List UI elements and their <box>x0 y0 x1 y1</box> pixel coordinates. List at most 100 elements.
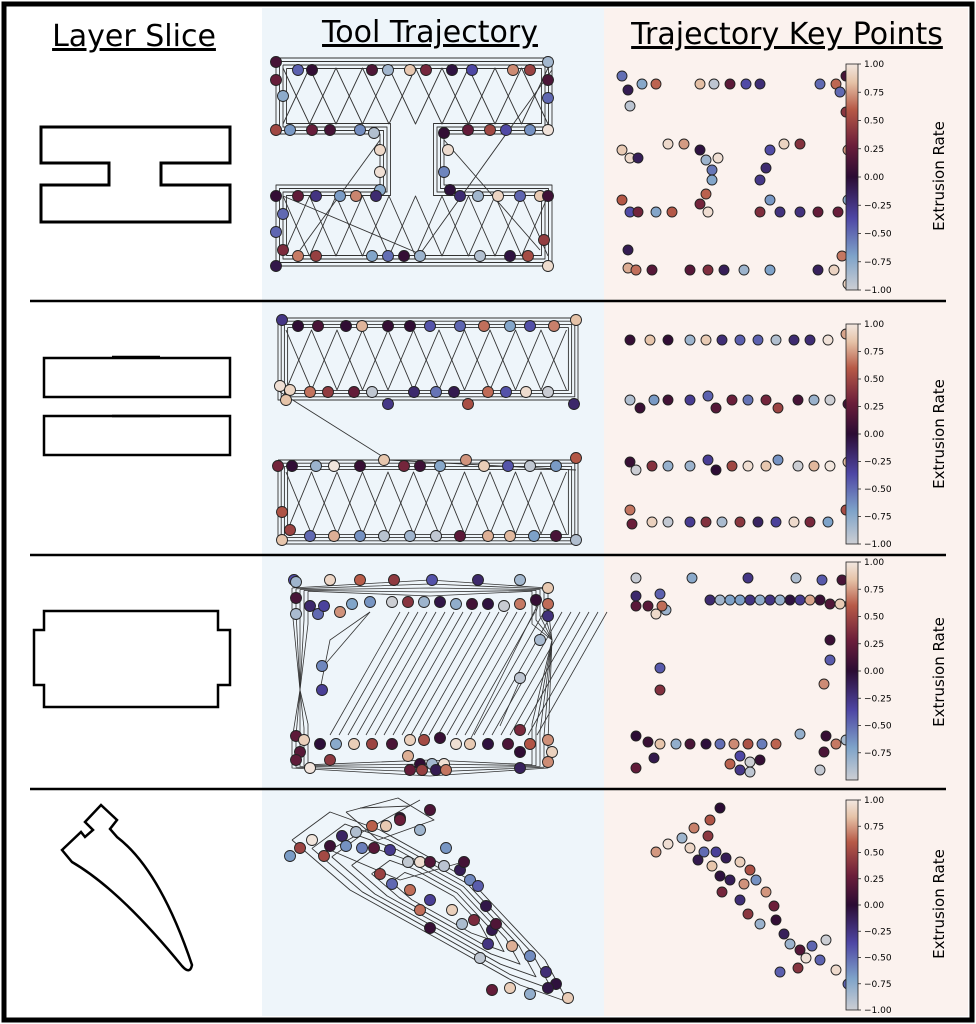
trajectory-point <box>482 738 494 750</box>
keypoint-marker <box>752 334 764 346</box>
trajectory-point <box>386 738 398 750</box>
keypoint-marker <box>812 264 824 276</box>
slice-row3-notched-rect <box>32 609 232 709</box>
trajectory-path <box>286 68 542 256</box>
keypoint-marker <box>792 460 804 472</box>
keypoint-marker <box>716 516 728 528</box>
trajectory-path <box>365 611 437 736</box>
trajectory-point <box>310 460 322 472</box>
trajectory-point <box>284 850 296 862</box>
keypoint-marker <box>704 814 716 826</box>
trajectory-point <box>272 460 284 472</box>
trajectory-point <box>438 860 450 872</box>
trajectory-path <box>347 611 419 736</box>
keypoint-marker <box>820 934 832 946</box>
trajectory-point <box>424 856 436 868</box>
trajectory-point <box>324 754 336 766</box>
keypoint-marker <box>734 764 746 776</box>
trajectory-point <box>542 734 554 746</box>
colorbar-tick-label: 1.00 <box>864 320 884 330</box>
keypoint-marker <box>804 594 816 606</box>
trajectory-point <box>292 64 304 76</box>
keypoint-marker <box>808 394 820 406</box>
trajectory-point <box>328 460 340 472</box>
trajectory-point <box>270 74 282 86</box>
keypoint-marker <box>720 852 732 864</box>
trajectory-point <box>284 384 296 396</box>
colorbar-tick-label: 0.50 <box>864 849 884 859</box>
trajectory-point <box>514 724 526 736</box>
trajectory-point <box>450 738 462 750</box>
keypoint-marker <box>676 832 688 844</box>
trajectory-point <box>318 600 330 612</box>
keypoint-marker <box>714 594 726 606</box>
trajectory-point <box>378 454 390 466</box>
colorbar-tick-label: 0.25 <box>864 875 884 885</box>
trajectory-point <box>374 144 386 156</box>
trajectory-path <box>419 611 491 736</box>
keypoint-marker <box>692 854 704 866</box>
trajectory-point <box>534 634 546 646</box>
keypoint-marker <box>754 174 766 186</box>
trajectory-point <box>454 190 466 202</box>
trajectory-point <box>524 950 536 962</box>
trajectory-point <box>542 56 554 68</box>
colorbar-tick-label: 0.50 <box>864 613 884 623</box>
keypoint-marker <box>706 860 718 872</box>
keypoint-marker <box>764 264 776 276</box>
keypoint-marker <box>822 516 834 528</box>
trajectory-point <box>450 598 462 610</box>
trajectory-point <box>414 250 426 262</box>
keypoint-marker <box>708 78 720 90</box>
trajectory-point <box>366 250 378 262</box>
keypoint-marker <box>764 194 776 206</box>
keypoint-markers <box>616 70 858 1002</box>
trajectory-path <box>401 611 473 736</box>
trajectory-point <box>568 398 580 410</box>
trajectory-path <box>527 611 599 736</box>
keypoint-marker <box>702 206 714 218</box>
trajectory-point <box>472 880 484 892</box>
trajectory-point <box>346 598 358 610</box>
keypoint-marker <box>662 516 674 528</box>
trajectory-point <box>322 386 334 398</box>
trajectory-point <box>382 250 394 262</box>
keypoint-marker <box>744 594 756 606</box>
trajectory-point <box>324 840 336 852</box>
keypoint-marker <box>814 954 826 966</box>
trajectory-point <box>474 250 486 262</box>
keypoint-marker <box>634 402 646 414</box>
trajectory-point <box>402 596 414 608</box>
colorbar-tick-label: 0.75 <box>864 348 884 358</box>
trajectory-path <box>491 611 563 736</box>
colorbar-tick-label: 0.00 <box>864 901 884 911</box>
trajectory-point <box>292 250 304 262</box>
trajectory-point <box>440 842 452 854</box>
trajectory-point <box>276 534 288 546</box>
keypoint-marker <box>718 264 730 276</box>
keypoint-marker <box>656 600 668 612</box>
trajectory-point <box>514 598 526 610</box>
trajectory-point <box>500 124 512 136</box>
trajectory-point <box>374 166 386 178</box>
trajectory-point <box>284 524 296 536</box>
keypoint-marker <box>712 152 724 164</box>
col-slice-bg <box>8 8 262 1016</box>
trajectory-point <box>304 600 316 612</box>
trajectory-point <box>306 834 318 846</box>
keypoint-marker <box>768 900 780 912</box>
keypoint-marker <box>724 758 736 770</box>
colorbar-tick-label: 1.00 <box>864 60 884 70</box>
trajectory-point <box>502 460 514 472</box>
colorbar-tick-label: −1.00 <box>864 1006 892 1016</box>
keypoint-marker <box>700 154 712 166</box>
keypoint-marker <box>754 754 766 766</box>
keypoint-marker <box>728 738 740 750</box>
trajectory-point <box>366 820 378 832</box>
keypoint-marker <box>764 144 776 156</box>
trajectory-point <box>506 940 518 952</box>
keypoint-marker <box>814 594 826 606</box>
trajectory-point <box>404 530 416 542</box>
trajectory-path <box>455 611 527 736</box>
colorbar-label: Extrusion Rate <box>930 379 948 489</box>
